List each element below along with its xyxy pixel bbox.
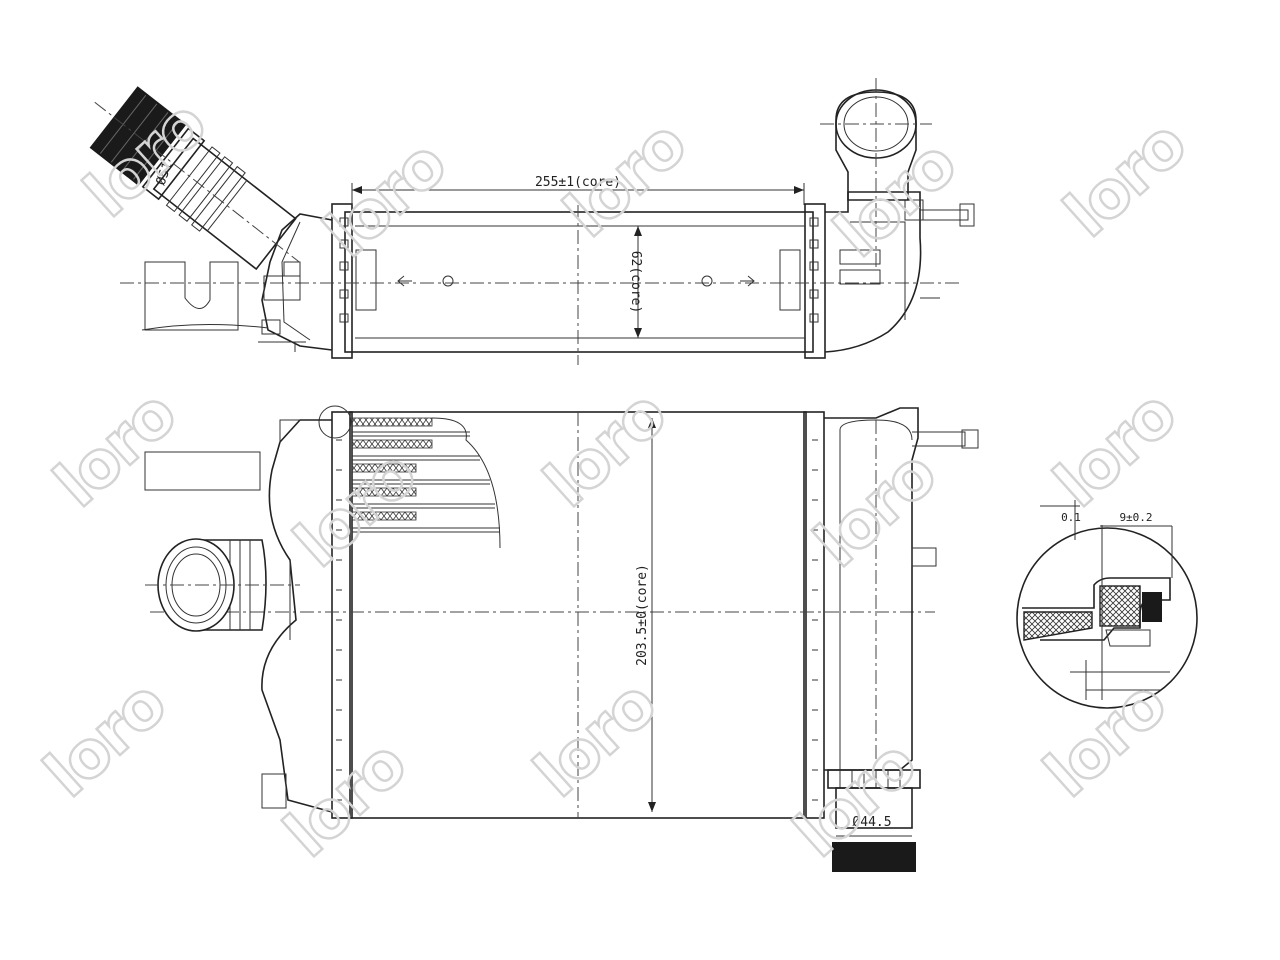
watermark-logo: loro (1051, 108, 1200, 252)
watermark-logo: loro (1031, 668, 1180, 812)
front-view: 203.5±0(core) (144, 405, 979, 872)
front-right-end-tank (824, 407, 919, 771)
front-left-end-tank (261, 419, 333, 813)
fin-detail (351, 417, 501, 549)
detail-gap-label: 0.1 (1061, 511, 1081, 524)
detail-circle-outline (1016, 527, 1198, 709)
top-left-end-tank (261, 213, 333, 351)
top-view: 255±1(core) 62(core) (89, 78, 975, 365)
front-left-bracket (144, 451, 261, 491)
watermark-logo: loro (531, 378, 680, 522)
top-left-marker-circle (442, 275, 454, 287)
watermark-logo: loro (71, 88, 220, 232)
detail-clearance-label: 9±0.2 (1119, 511, 1152, 524)
top-right-marker-circle (701, 275, 713, 287)
outlet-diameter-label: Ø44.5 (852, 815, 891, 830)
top-right-header-plate (804, 203, 826, 359)
detail-callout-circle (318, 405, 352, 439)
top-core-outline (344, 211, 814, 353)
watermark-logo: loro (281, 438, 430, 582)
watermark-logo: loro (271, 728, 420, 872)
core-height-label: 203.5±0(core) (635, 564, 650, 666)
core-width-label: 255±1(core) (535, 175, 621, 190)
watermark-logo: loro (311, 128, 460, 272)
watermark-logo: loro (1041, 378, 1190, 522)
detail-view: 0.1 9±0.2 (1016, 500, 1198, 709)
top-left-header-plate (331, 203, 353, 359)
top-right-end-tank (824, 191, 922, 353)
front-left-header (331, 411, 353, 819)
front-right-header (803, 411, 825, 819)
watermark-logo: loro (551, 108, 700, 252)
watermark-logo: loro (41, 378, 190, 522)
watermark-logo: loro (521, 668, 670, 812)
front-inlet-pipe (145, 538, 300, 632)
watermark-logo: loro (31, 668, 180, 812)
front-outlet-fitting (827, 769, 921, 872)
core-depth-label: 62(core) (628, 251, 643, 314)
